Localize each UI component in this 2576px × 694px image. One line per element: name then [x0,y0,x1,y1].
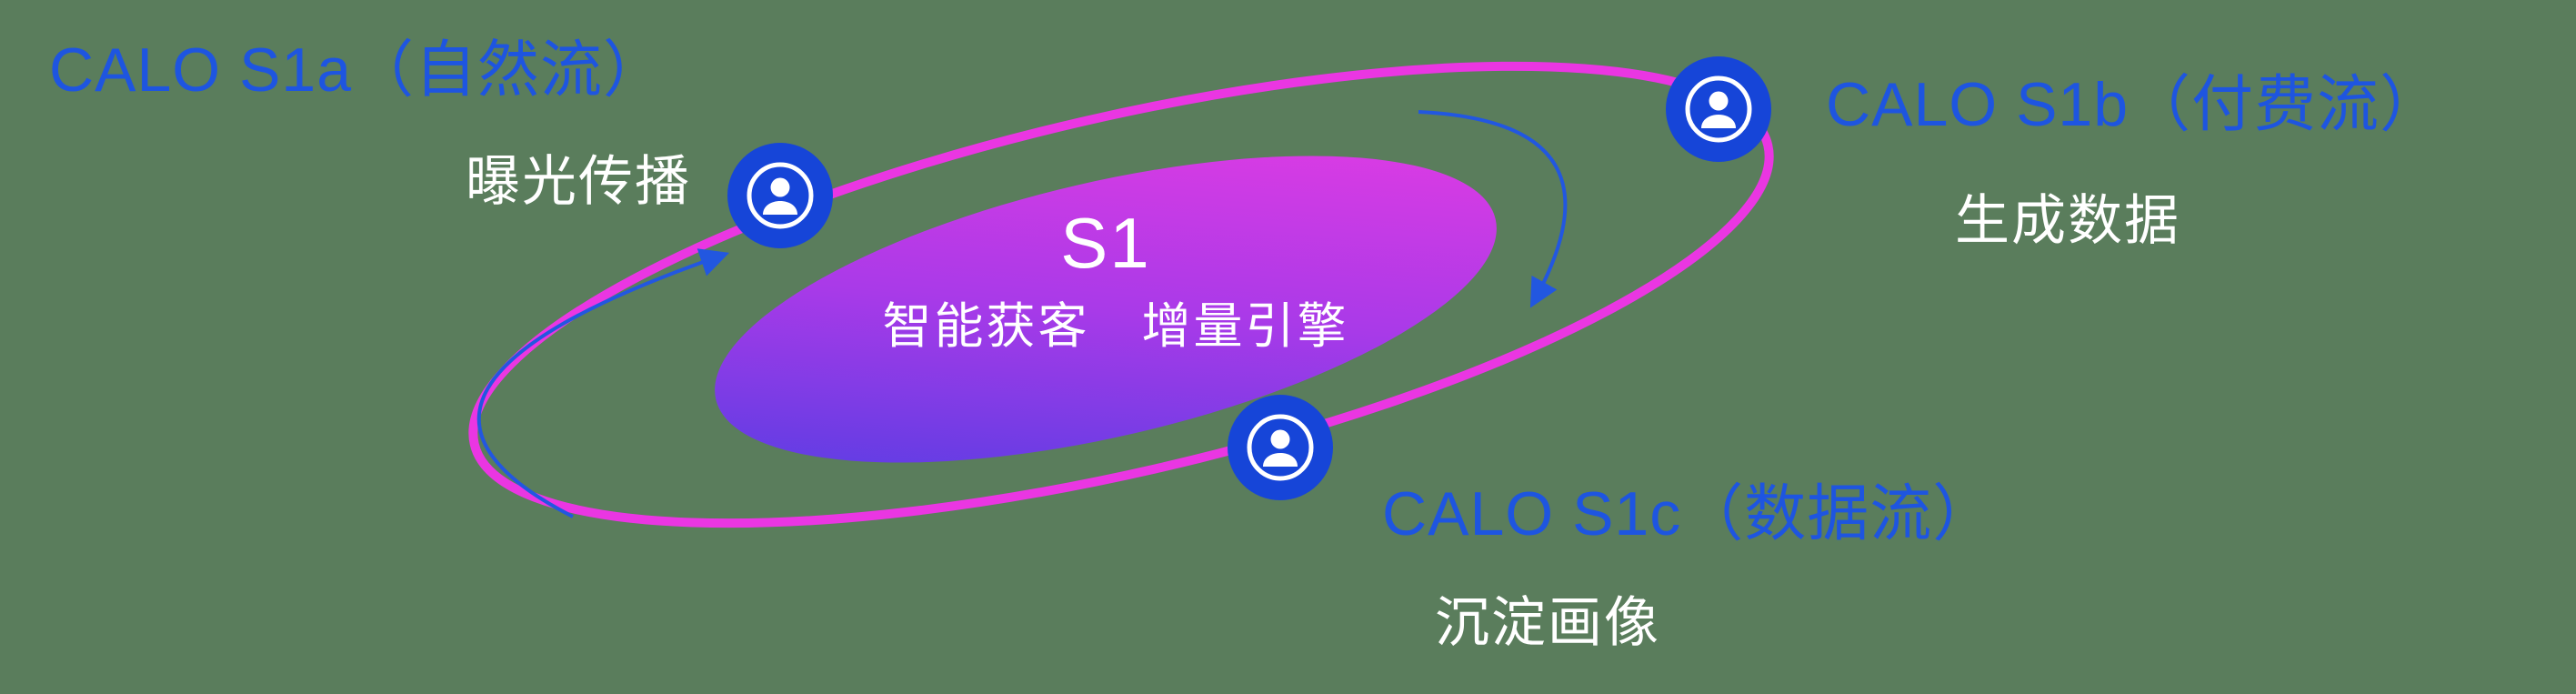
node-calo-s1b [1666,56,1771,162]
flow-arrow-left [476,248,730,518]
user-icon [1685,75,1752,143]
orbit-ring [468,61,1774,528]
center-subtitle: 智能获客 增量引擎 [882,299,1349,354]
label-calo-s1b: CALO S1b（付费流） [1826,70,2443,139]
label-calo-s1a: CALO S1a（自然流） [49,35,667,105]
flow-arrow-top-right [1418,110,1568,308]
sublabel-calo-s1b: 生成数据 [1955,190,2180,251]
node-calo-s1c [1228,395,1333,500]
center-title: S1 [1060,203,1151,283]
center-ellipse [715,156,1497,463]
node-calo-s1a [727,143,833,248]
user-icon [1247,414,1314,481]
label-calo-s1c: CALO S1c（数据流） [1382,479,1996,548]
user-icon [747,162,814,229]
sublabel-calo-s1c: 沉淀画像 [1435,592,1660,653]
sublabel-calo-s1a: 曝光传播 [466,151,691,212]
